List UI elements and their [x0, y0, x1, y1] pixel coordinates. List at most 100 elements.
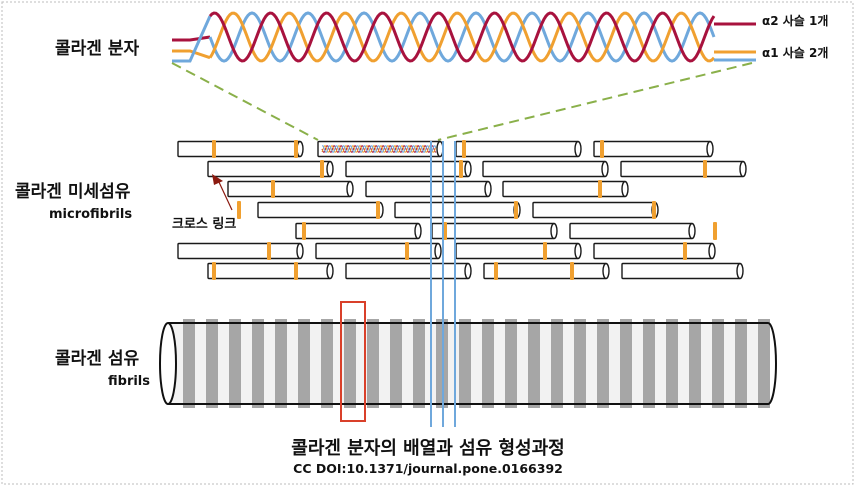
fibril-band	[321, 319, 333, 408]
fibril-band	[551, 319, 563, 408]
microfibril-cylinder-end	[464, 262, 472, 280]
microfibril-cylinder	[482, 160, 606, 178]
microfibril-cylinder	[177, 140, 301, 158]
fibril-band	[459, 319, 471, 408]
microfibril-cylinder-end	[574, 242, 582, 260]
microfibril-cylinder-end	[464, 160, 472, 178]
microfibril-array	[177, 140, 747, 280]
mini-helix-strand	[321, 145, 437, 154]
fibril-band	[252, 319, 264, 408]
label-fibrils-en: fibrils	[108, 374, 150, 389]
crosslink-mark	[703, 160, 707, 178]
fibril-band	[183, 319, 195, 408]
crosslink-arrowhead	[212, 174, 223, 185]
microfibril-cylinder	[455, 242, 579, 260]
crosslink-mark	[514, 201, 518, 219]
microfibril-cylinder-end	[414, 222, 422, 240]
crosslink-mark	[652, 201, 656, 219]
crosslink-mark	[462, 140, 466, 158]
label-alpha2-chain: α2 사슬 1개	[762, 13, 828, 28]
microfibril-cylinder	[365, 180, 489, 198]
fibril-left-cap	[159, 322, 177, 405]
figure-title: 콜라겐 분자의 배열과 섬유 형성과정	[291, 438, 564, 459]
crosslink-mark	[267, 242, 271, 260]
microfibril-cylinder-end	[326, 262, 334, 280]
fibril-band	[597, 319, 609, 408]
collagen-triple-helix	[172, 11, 756, 63]
microfibril-cylinder	[455, 140, 579, 158]
microfibril-cylinder-end	[601, 160, 609, 178]
crosslink-mark	[405, 242, 409, 260]
fibril-band	[229, 319, 241, 408]
fibril-band	[482, 319, 494, 408]
crosslink-mark	[320, 160, 324, 178]
microfibril-cylinder	[532, 201, 656, 219]
label-collagen-fibril: 콜라겐 섬유	[55, 349, 139, 369]
microfibril-cylinder	[569, 222, 693, 240]
helix-strand	[208, 11, 716, 63]
microfibril-cylinder-end	[434, 242, 442, 260]
crosslink-mark	[494, 262, 498, 280]
band-highlight-box	[340, 301, 366, 422]
fibril-band	[505, 319, 517, 408]
microfibril-cylinder-end	[346, 180, 354, 198]
label-collagen-microfibril: 콜라겐 미세섬유	[15, 182, 131, 202]
fibril-band	[298, 319, 310, 408]
fibril-band	[344, 319, 356, 408]
microfibril-cylinder	[502, 180, 626, 198]
fibril-band	[390, 319, 402, 408]
crosslink-mark	[212, 140, 216, 158]
fibril-band	[574, 319, 586, 408]
fibril-band	[758, 319, 770, 408]
crosslink-mark	[683, 242, 687, 260]
microfibril-cylinder-end	[326, 160, 334, 178]
microfibril-cylinder	[345, 262, 469, 280]
microfibril-cylinder	[177, 242, 301, 260]
microfibril-cylinder-end	[706, 140, 714, 158]
microfibril-cylinder	[257, 201, 381, 219]
microfibril-cylinder-end	[688, 222, 696, 240]
fibril-right-cap	[767, 322, 777, 405]
chain-tail-left	[172, 15, 212, 63]
microfibril-cylinder	[593, 242, 713, 260]
microfibril-cylinder-end	[574, 140, 582, 158]
microfibril-cylinder	[593, 140, 711, 158]
crosslink-mark	[302, 222, 306, 240]
figure-credit: CC DOI:10.1371/journal.pone.0166392	[293, 461, 563, 476]
fibril-band	[735, 319, 747, 408]
chain-tail-left	[172, 35, 211, 42]
fibril-band	[528, 319, 540, 408]
fibril-band	[666, 319, 678, 408]
label-alpha1-chain: α1 사슬 2개	[762, 45, 828, 60]
fibril-band	[712, 319, 724, 408]
microfibril-cylinder-end	[602, 262, 610, 280]
crosslink-mark	[237, 201, 241, 219]
crosslink-mark	[294, 140, 298, 158]
label-collagen-molecule: 콜라겐 분자	[55, 39, 139, 59]
collagen-fibril	[159, 319, 777, 408]
microfibril-cylinder	[621, 262, 741, 280]
microfibril-cylinder	[431, 222, 555, 240]
crosslink-mark	[212, 262, 216, 280]
microfibril-cylinder-end	[296, 242, 304, 260]
fibril-band	[643, 319, 655, 408]
crosslink-mark	[600, 140, 604, 158]
zoom-line-right	[437, 62, 753, 141]
label-microfibrils-en: microfibrils	[49, 207, 132, 222]
microfibril-cylinder-end	[621, 180, 629, 198]
crosslink-mark	[376, 201, 380, 219]
crosslink-mark	[598, 180, 602, 198]
crosslink-mark	[570, 262, 574, 280]
microfibril-cylinder	[315, 242, 439, 260]
microfibril-cylinder-end	[550, 222, 558, 240]
fibril-band	[367, 319, 379, 408]
fibril-band	[275, 319, 287, 408]
microfibril-cylinder	[227, 180, 351, 198]
microfibril-cylinder-end	[736, 262, 744, 280]
zoom-line-left	[171, 62, 319, 141]
microfibril-cylinder	[345, 160, 469, 178]
helix-strand	[208, 11, 716, 63]
crosslink-mark	[294, 262, 298, 280]
